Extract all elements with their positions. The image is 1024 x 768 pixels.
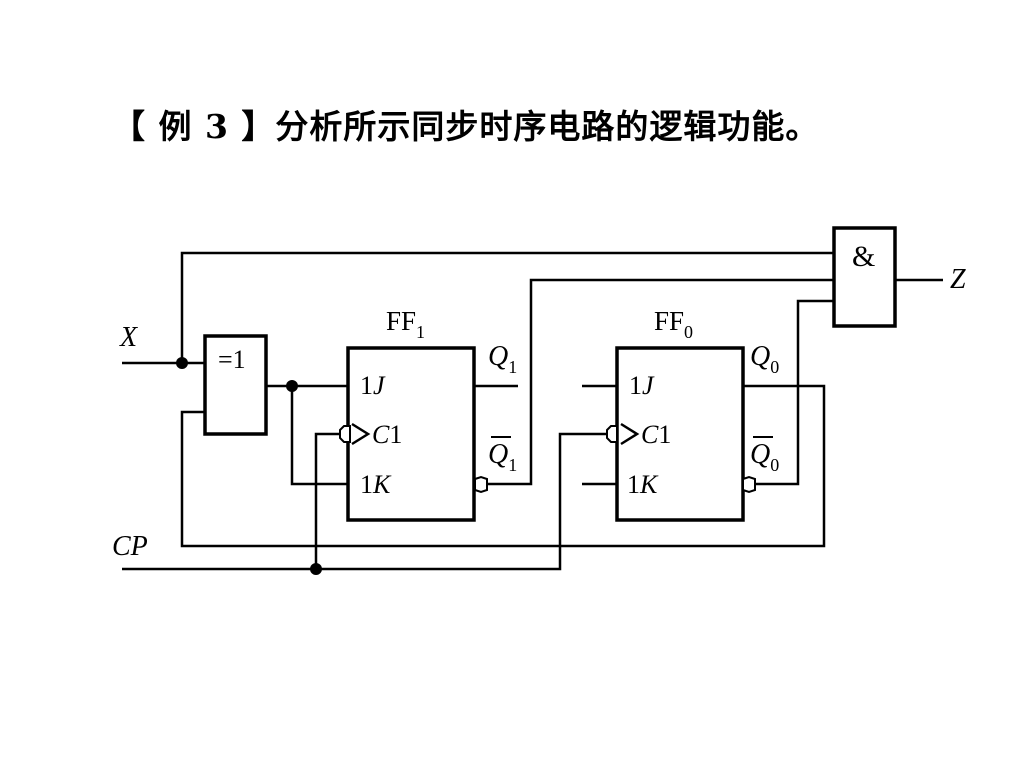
flip-flop-ff1: FF1 1J C1 1K Q1 Q1 [339,306,517,522]
flip-flop-ff0: FF0 1J C1 1K Q0 Q0 [606,306,779,522]
input-x-label: X [119,322,138,353]
junction-dot-xor-out [286,380,298,392]
and-gate-label: & [852,240,875,273]
wires [122,251,943,571]
ff0-qbar-bubble [742,475,756,494]
ff1-k-label: 1K [360,470,392,499]
input-cp-label: CP [112,531,148,562]
xor-gate: =1 [203,334,268,436]
junction-dot-x [176,357,188,369]
ff1-qbar-bubble [474,475,488,494]
ff0-clock-bubble [606,425,618,443]
ff0-c-label: C1 [641,420,671,449]
ff0-j-label: 1J [629,371,655,400]
ff1-clock-bubble [339,425,351,443]
slide-title: 【 例 3 】分析所示同步时序电路的逻辑功能。 [112,107,820,146]
ff0-name: FF0 [654,306,693,342]
ff0-k-label: 1K [627,470,659,499]
ff1-q-label: Q1 [488,341,517,377]
and-gate: & [832,226,897,328]
ff0-clock-triangle [620,422,640,446]
ff1-c-label: C1 [372,420,402,449]
ff0-q-label: Q0 [750,341,779,377]
xor-gate-label: =1 [218,345,246,374]
ff0-qbar-label: Q0 [750,439,779,475]
output-z-label: Z [950,264,966,295]
ff1-j-label: 1J [360,371,386,400]
junction-dot-cp [310,563,322,575]
ff1-name: FF1 [386,306,425,342]
ff1-clock-triangle [351,422,371,446]
ff1-qbar-label: Q1 [488,439,517,475]
